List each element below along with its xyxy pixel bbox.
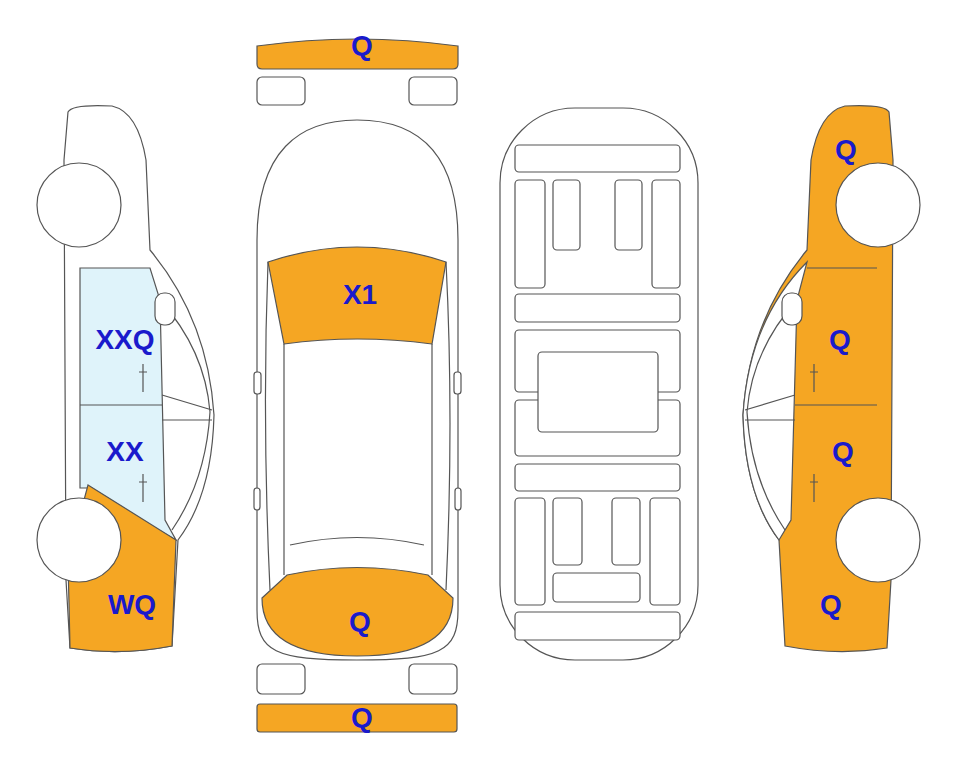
window-line [745, 300, 797, 530]
window-line [160, 300, 212, 530]
car-part-outline [553, 498, 582, 565]
damage-code: Q [835, 136, 857, 164]
car-body-top [257, 120, 458, 660]
side-line [265, 262, 450, 590]
wheel [836, 498, 920, 582]
damage-code: WQ [108, 591, 156, 619]
car-part-outline [553, 180, 580, 250]
door-handle [254, 488, 260, 510]
windshield [268, 247, 446, 344]
car-part-outline [515, 180, 545, 288]
car-part-outline [652, 180, 680, 288]
top-view [254, 39, 461, 732]
left-side-view [37, 106, 214, 652]
taillight [409, 664, 457, 694]
mirror [155, 293, 175, 325]
headlight [257, 77, 305, 105]
car-part-outline [515, 464, 680, 491]
door-handle [810, 364, 818, 502]
rear-window [262, 568, 453, 657]
door-line [795, 268, 877, 405]
car-part-outline [615, 180, 642, 250]
car-part-outline [515, 294, 680, 322]
wheel [37, 498, 121, 582]
damage-code: XX [106, 438, 143, 466]
door-handle [455, 488, 461, 510]
damage-code: Q [349, 608, 371, 636]
wheel [37, 163, 121, 247]
window-area [743, 262, 807, 540]
damage-code: XXQ [95, 326, 154, 354]
damage-code: Q [820, 591, 842, 619]
mirror [782, 293, 802, 325]
car-part-outline [650, 498, 680, 605]
underbody [500, 108, 698, 660]
damage-code: Q [832, 438, 854, 466]
car-part-outline [538, 352, 658, 432]
wheel [836, 163, 920, 247]
car-part-outline [515, 612, 680, 640]
car-part-outline [612, 498, 640, 565]
underside-view [500, 108, 698, 660]
door-line [80, 404, 162, 405]
damage-code: Q [351, 704, 373, 732]
door-handle [139, 364, 147, 502]
car-part-outline [515, 145, 680, 172]
taillight [257, 664, 305, 694]
mirror [254, 372, 261, 394]
damage-code: X1 [343, 281, 377, 309]
right-side-view [743, 106, 920, 652]
damage-code: Q [829, 326, 851, 354]
headlight [409, 77, 457, 105]
roof-edge [290, 538, 424, 546]
car-part-outline [553, 573, 640, 602]
rear-bumper [257, 704, 457, 732]
roof-line [284, 344, 432, 575]
damage-code: Q [351, 32, 373, 60]
mirror [454, 372, 461, 394]
car-part-outline [515, 498, 545, 605]
